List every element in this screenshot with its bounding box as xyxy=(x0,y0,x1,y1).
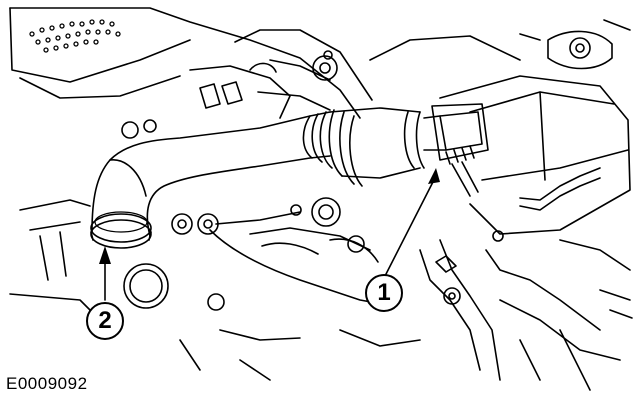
callout-1-circle xyxy=(365,274,403,312)
callout-2-label: 2 xyxy=(98,307,112,334)
callout-1-arrowhead xyxy=(428,168,440,184)
air-intake-hose xyxy=(90,107,425,249)
air-cleaner-housing xyxy=(369,19,631,235)
callout-2-arrowhead xyxy=(99,246,111,264)
callout-1-label: 1 xyxy=(377,279,391,306)
callout-leaders xyxy=(99,168,440,301)
sensor-connector xyxy=(423,103,489,197)
vent-grille xyxy=(29,19,121,53)
callout-2-circle xyxy=(86,302,124,340)
intake-manifold xyxy=(189,50,338,119)
engine-cover xyxy=(9,7,373,119)
figure-reference-code: E0009092 xyxy=(6,374,88,393)
